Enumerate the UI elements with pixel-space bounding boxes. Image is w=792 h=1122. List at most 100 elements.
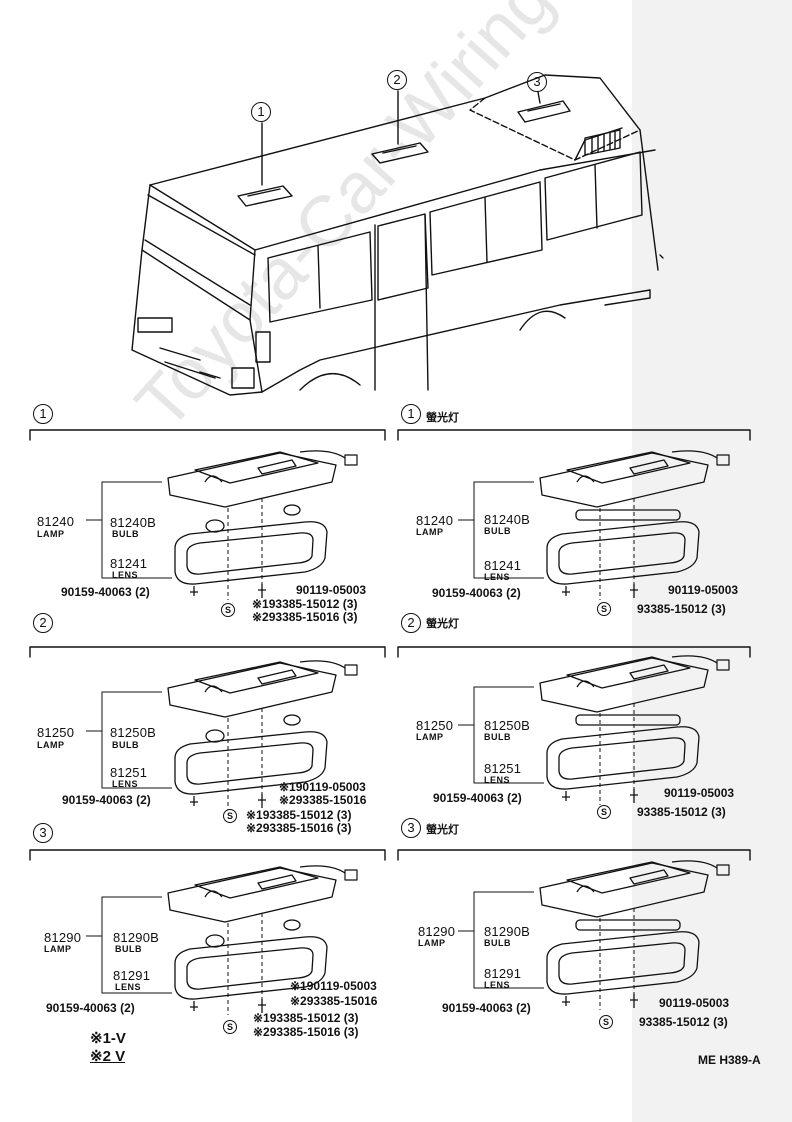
section-1-fluorescent-number: 1: [401, 404, 421, 424]
lens: [174, 936, 328, 1000]
s-mark: S: [597, 602, 611, 616]
bulb-label: BULB: [484, 938, 511, 948]
lamp-switch: [629, 869, 669, 885]
bus-illustration: [131, 74, 664, 396]
screw-part-number: 90159-40063 (2): [433, 791, 522, 805]
bus-callout-2: 2: [387, 70, 407, 90]
lens-label: LENS: [484, 980, 511, 990]
lamp-housing: [167, 452, 337, 508]
section-1-fluorescent-caption: 螢光灯: [426, 412, 459, 424]
lamp-switch: [257, 874, 297, 890]
fastener-part-number: ※293385-15016: [290, 994, 378, 1008]
lamp-switch: [257, 459, 297, 475]
lamp-label: LAMP: [37, 740, 65, 750]
bulb: [283, 919, 301, 931]
section-2-fluorescent-number: 2: [401, 613, 421, 633]
lens-part-number: 81251: [110, 765, 148, 780]
wire-harness: [671, 655, 718, 664]
lamp-switch: [629, 459, 669, 475]
lamp-switch: [257, 669, 297, 685]
lamp-socket: [204, 890, 223, 898]
s-mark: S: [223, 809, 237, 823]
section-3-fluorescent-number: 3: [401, 818, 421, 838]
lamp-socket: [204, 685, 223, 693]
fastener: [630, 584, 638, 598]
fluorescent-tube: [575, 714, 681, 726]
lamp-label: LAMP: [418, 938, 446, 948]
fastener-part-number: 93385-15012 (3): [637, 805, 726, 819]
fastener-part-number: 90119-05003: [296, 583, 367, 597]
lens-inner: [186, 742, 314, 785]
lens: [546, 521, 700, 585]
bulb-label: BULB: [115, 944, 142, 954]
lamp-part-number: 81240: [37, 514, 75, 529]
fastener-part-number: ※293385-15016 (3): [252, 610, 358, 624]
bulb-part-number: 81240B: [110, 515, 157, 530]
lamp-label: LAMP: [416, 527, 444, 537]
lens-inner: [558, 942, 686, 985]
label-bracket: [101, 896, 172, 994]
lamp-housing: [539, 452, 709, 508]
screw-part-number: 90159-40063 (2): [61, 585, 150, 599]
lamp-part-number: 81240: [416, 513, 454, 528]
diagram-code: ME H389-A: [698, 1053, 761, 1067]
lamp-switch: [629, 664, 669, 680]
lens-label: LENS: [115, 982, 142, 992]
s-mark: S: [223, 1020, 237, 1034]
screw: [190, 1001, 198, 1011]
label-bracket: [101, 481, 172, 579]
bulb-part-number: 81290B: [113, 930, 160, 945]
fastener: [258, 794, 266, 808]
screw-part-number: 90159-40063 (2): [432, 586, 521, 600]
lamp-label: LAMP: [44, 944, 72, 954]
wire-connector: [344, 664, 358, 676]
lamp-housing: [539, 657, 709, 713]
label-bracket: [473, 686, 544, 784]
fastener-part-number: 93385-15012 (3): [637, 602, 726, 616]
lens-part-number: 81291: [113, 968, 151, 983]
drawing-sheet: [0, 0, 632, 1122]
screw: [190, 796, 198, 806]
s-mark: S: [597, 805, 611, 819]
fastener-part-number: 90119-05003: [664, 786, 735, 800]
bulb-part-number: 81250B: [484, 718, 531, 733]
fastener-part-number: ※193385-15012 (3): [246, 808, 352, 822]
wire-harness: [671, 860, 718, 869]
lamp-label: LAMP: [416, 732, 444, 742]
fastener-part-number: ※190119-05003: [290, 979, 377, 993]
screw: [190, 586, 198, 596]
lens: [174, 731, 328, 795]
fluorescent-tube: [575, 919, 681, 931]
wire-harness: [299, 450, 346, 459]
bulb-part-number: 81290B: [484, 924, 531, 939]
wire-connector: [344, 454, 358, 466]
fastener-part-number: 93385-15012 (3): [639, 1015, 728, 1029]
fastener: [630, 994, 638, 1008]
bulb-part-number: 81240B: [484, 512, 531, 527]
bulb: [283, 714, 301, 726]
screw-part-number: 90159-40063 (2): [46, 1001, 135, 1015]
wire-connector: [716, 659, 730, 671]
s-mark: S: [221, 603, 235, 617]
screw: [562, 586, 570, 596]
bus-callout-3: 3: [527, 72, 547, 92]
fastener-part-number: ※293385-15016 (3): [253, 1025, 359, 1039]
screw-part-number: 90159-40063 (2): [62, 793, 151, 807]
fastener: [630, 789, 638, 803]
bulb-part-number: 81250B: [110, 725, 157, 740]
lens-part-number: 81291: [484, 966, 522, 981]
section-2-fluorescent-caption: 螢光灯: [426, 618, 459, 630]
legend-note-2: ※2 V: [90, 1048, 126, 1065]
lens-part-number: 81241: [110, 556, 148, 571]
lamp-housing: [167, 867, 337, 923]
section-2-number: 2: [33, 613, 53, 633]
lens-part-number: 81241: [484, 558, 522, 573]
fastener-part-number: ※193385-15012 (3): [252, 597, 358, 611]
label-bracket: [473, 481, 544, 579]
wire-harness: [671, 450, 718, 459]
lamp-label: LAMP: [37, 529, 65, 539]
lamp-housing: [539, 862, 709, 918]
screw-part-number: 90159-40063 (2): [442, 1001, 531, 1015]
lens-label: LENS: [112, 779, 139, 789]
lamp-part-number: 81250: [416, 718, 454, 733]
